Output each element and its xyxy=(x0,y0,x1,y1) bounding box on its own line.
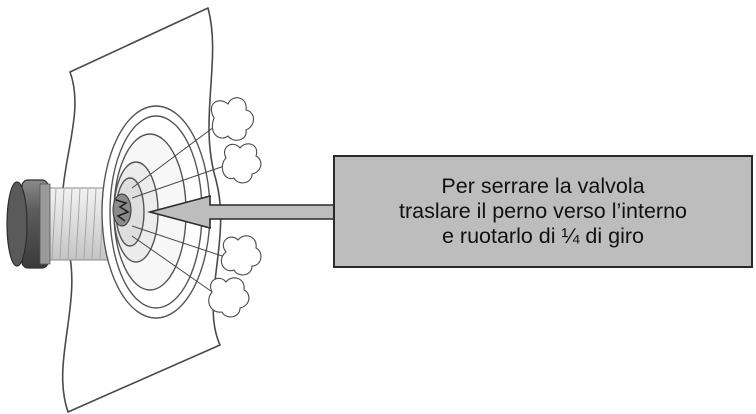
air-puff-clouds xyxy=(208,97,262,318)
air-flow-lines xyxy=(131,123,231,297)
callout-line-1: Per serrare la valvola xyxy=(441,174,645,198)
valve-end-cap xyxy=(6,179,51,269)
valve-pin xyxy=(112,193,132,227)
callout-line-3: e ruotarlo di ¼ di giro xyxy=(442,224,644,248)
instruction-callout: Per serrare la valvola traslare il perno… xyxy=(333,155,753,268)
callout-line-2: traslare il perno verso l’interno xyxy=(399,199,687,223)
pointer-arrow xyxy=(146,194,336,230)
